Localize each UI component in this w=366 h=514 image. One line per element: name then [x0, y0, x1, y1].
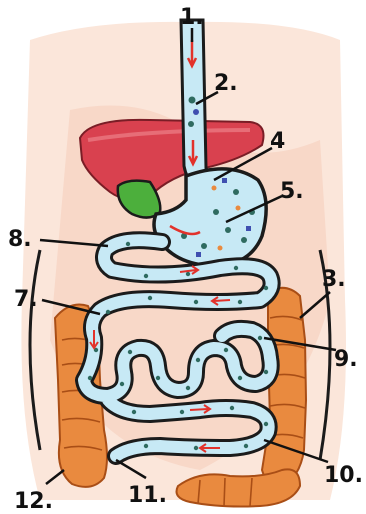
label-8: 8.: [8, 227, 32, 252]
label-9: 9.: [334, 347, 358, 372]
label-11: 11.: [128, 483, 167, 508]
label-3: 3.: [322, 267, 346, 292]
label-4: 4: [270, 129, 285, 154]
label-5: 5.: [280, 179, 304, 204]
label-7: 7.: [14, 287, 38, 312]
label-1: 1.: [180, 5, 204, 30]
label-2: 2.: [214, 71, 238, 96]
label-12: 12.: [14, 489, 53, 514]
label-10: 10.: [324, 463, 363, 488]
